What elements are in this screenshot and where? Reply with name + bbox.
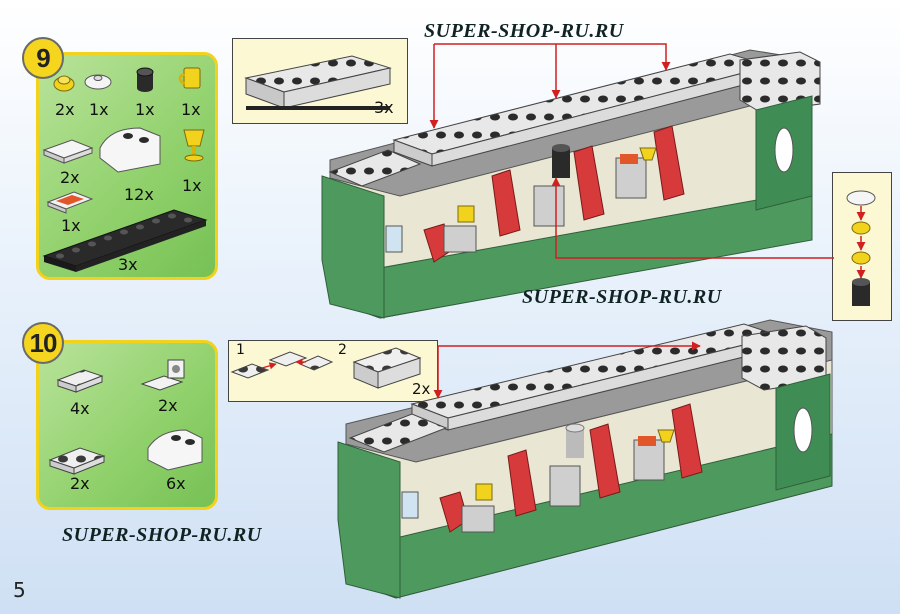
step-10-parts-panel — [36, 340, 218, 510]
yellow-cup-icon — [178, 67, 201, 89]
watermark-text: SUPER-SHOP-RU.RU — [424, 20, 624, 42]
watermark-text: SUPER-SHOP-RU.RU — [62, 524, 262, 546]
callout-step-1: 1 — [236, 342, 245, 358]
watermark-text: SUPER-SHOP-RU.RU — [522, 286, 722, 308]
callout-qty: 2x — [412, 380, 431, 398]
step-9-number: 9 — [22, 37, 64, 79]
sub-assembly-icon — [230, 347, 422, 389]
page-number: 5 — [13, 578, 26, 602]
gold-goblet-icon — [183, 129, 205, 162]
stacked-column-icon — [846, 190, 876, 306]
white-plate-1x2-icon — [56, 369, 104, 393]
black-cylinder-icon — [136, 67, 154, 92]
part-qty: 2x — [158, 396, 178, 415]
white-brick-2x8-icon — [244, 55, 392, 110]
yellow-round-plate-icon — [53, 75, 75, 92]
white-plate-1x3-icon — [48, 447, 106, 475]
part-qty: 1x — [135, 100, 155, 119]
part-qty: 6x — [166, 474, 186, 493]
black-long-plate-icon — [42, 209, 208, 272]
white-tile-icon — [42, 139, 94, 164]
part-qty: 1x — [89, 100, 109, 119]
white-bracket-plate-icon — [140, 359, 185, 391]
step-10-number: 10 — [22, 322, 64, 364]
part-qty: 2x — [60, 168, 80, 187]
part-qty: 1x — [61, 216, 81, 235]
part-qty: 2x — [55, 100, 75, 119]
white-dish-icon — [84, 74, 112, 90]
part-qty: 12x — [124, 185, 154, 204]
part-qty: 2x — [70, 474, 90, 493]
train-car-step-9 — [321, 49, 821, 319]
white-curved-slope-icon — [99, 127, 161, 173]
train-car-step-10 — [337, 319, 833, 599]
white-curved-slope-icon — [147, 429, 203, 471]
part-qty: 1x — [181, 100, 201, 119]
part-qty: 3x — [118, 255, 138, 274]
part-qty: 4x — [70, 399, 90, 418]
callout-step-2: 2 — [338, 342, 347, 358]
printed-tile-icon — [46, 191, 94, 214]
part-qty: 1x — [182, 176, 202, 195]
